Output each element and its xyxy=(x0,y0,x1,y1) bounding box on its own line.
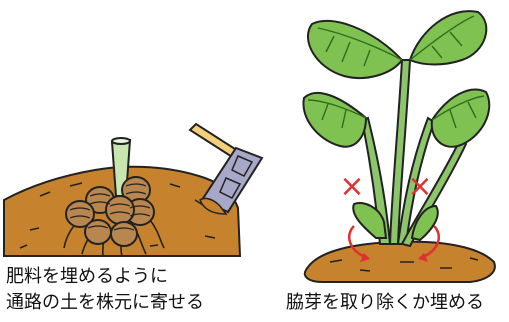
hilling-illustration xyxy=(3,122,264,257)
ground-patch xyxy=(303,240,496,283)
sucker-right xyxy=(410,204,439,242)
corm-rings xyxy=(69,183,151,231)
leaf-top xyxy=(307,19,404,80)
taro-corms xyxy=(65,176,155,247)
sucker-left xyxy=(352,202,388,239)
leaf-top-right xyxy=(408,10,488,66)
sucker-removal-illustration: × × xyxy=(302,10,496,283)
leaf-middle-left xyxy=(302,91,368,148)
caption-right: 脇芽を取り除くか埋める xyxy=(286,292,484,313)
soil-texture xyxy=(19,182,216,249)
leaf-middle-right xyxy=(430,88,491,148)
remove-mark-right: × xyxy=(407,169,432,204)
caption-left-line1: 肥料を埋めるように xyxy=(6,266,168,287)
taro-leaves xyxy=(302,10,491,148)
caption-left-line2: 通路の土を株元に寄せる xyxy=(6,292,204,313)
leaf-veins xyxy=(307,15,485,129)
remove-mark-left: × xyxy=(339,169,364,204)
sucker-leaves xyxy=(352,202,439,242)
